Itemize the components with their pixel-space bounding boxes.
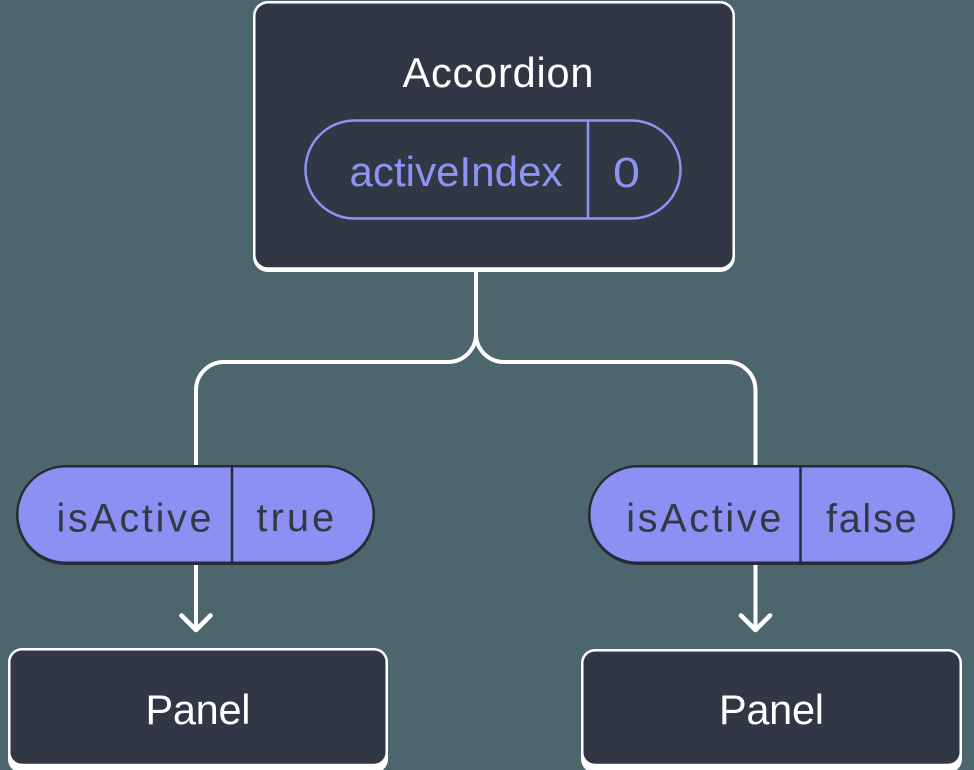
svg-text:Panel: Panel <box>146 686 251 733</box>
svg-text:isActive: isActive <box>57 497 212 541</box>
svg-text:0: 0 <box>613 149 640 197</box>
svg-text:false: false <box>826 497 917 541</box>
svg-text:Accordion: Accordion <box>403 49 594 96</box>
svg-text:activeIndex: activeIndex <box>350 148 563 195</box>
svg-text:Panel: Panel <box>719 686 824 733</box>
svg-text:isActive: isActive <box>626 497 781 541</box>
